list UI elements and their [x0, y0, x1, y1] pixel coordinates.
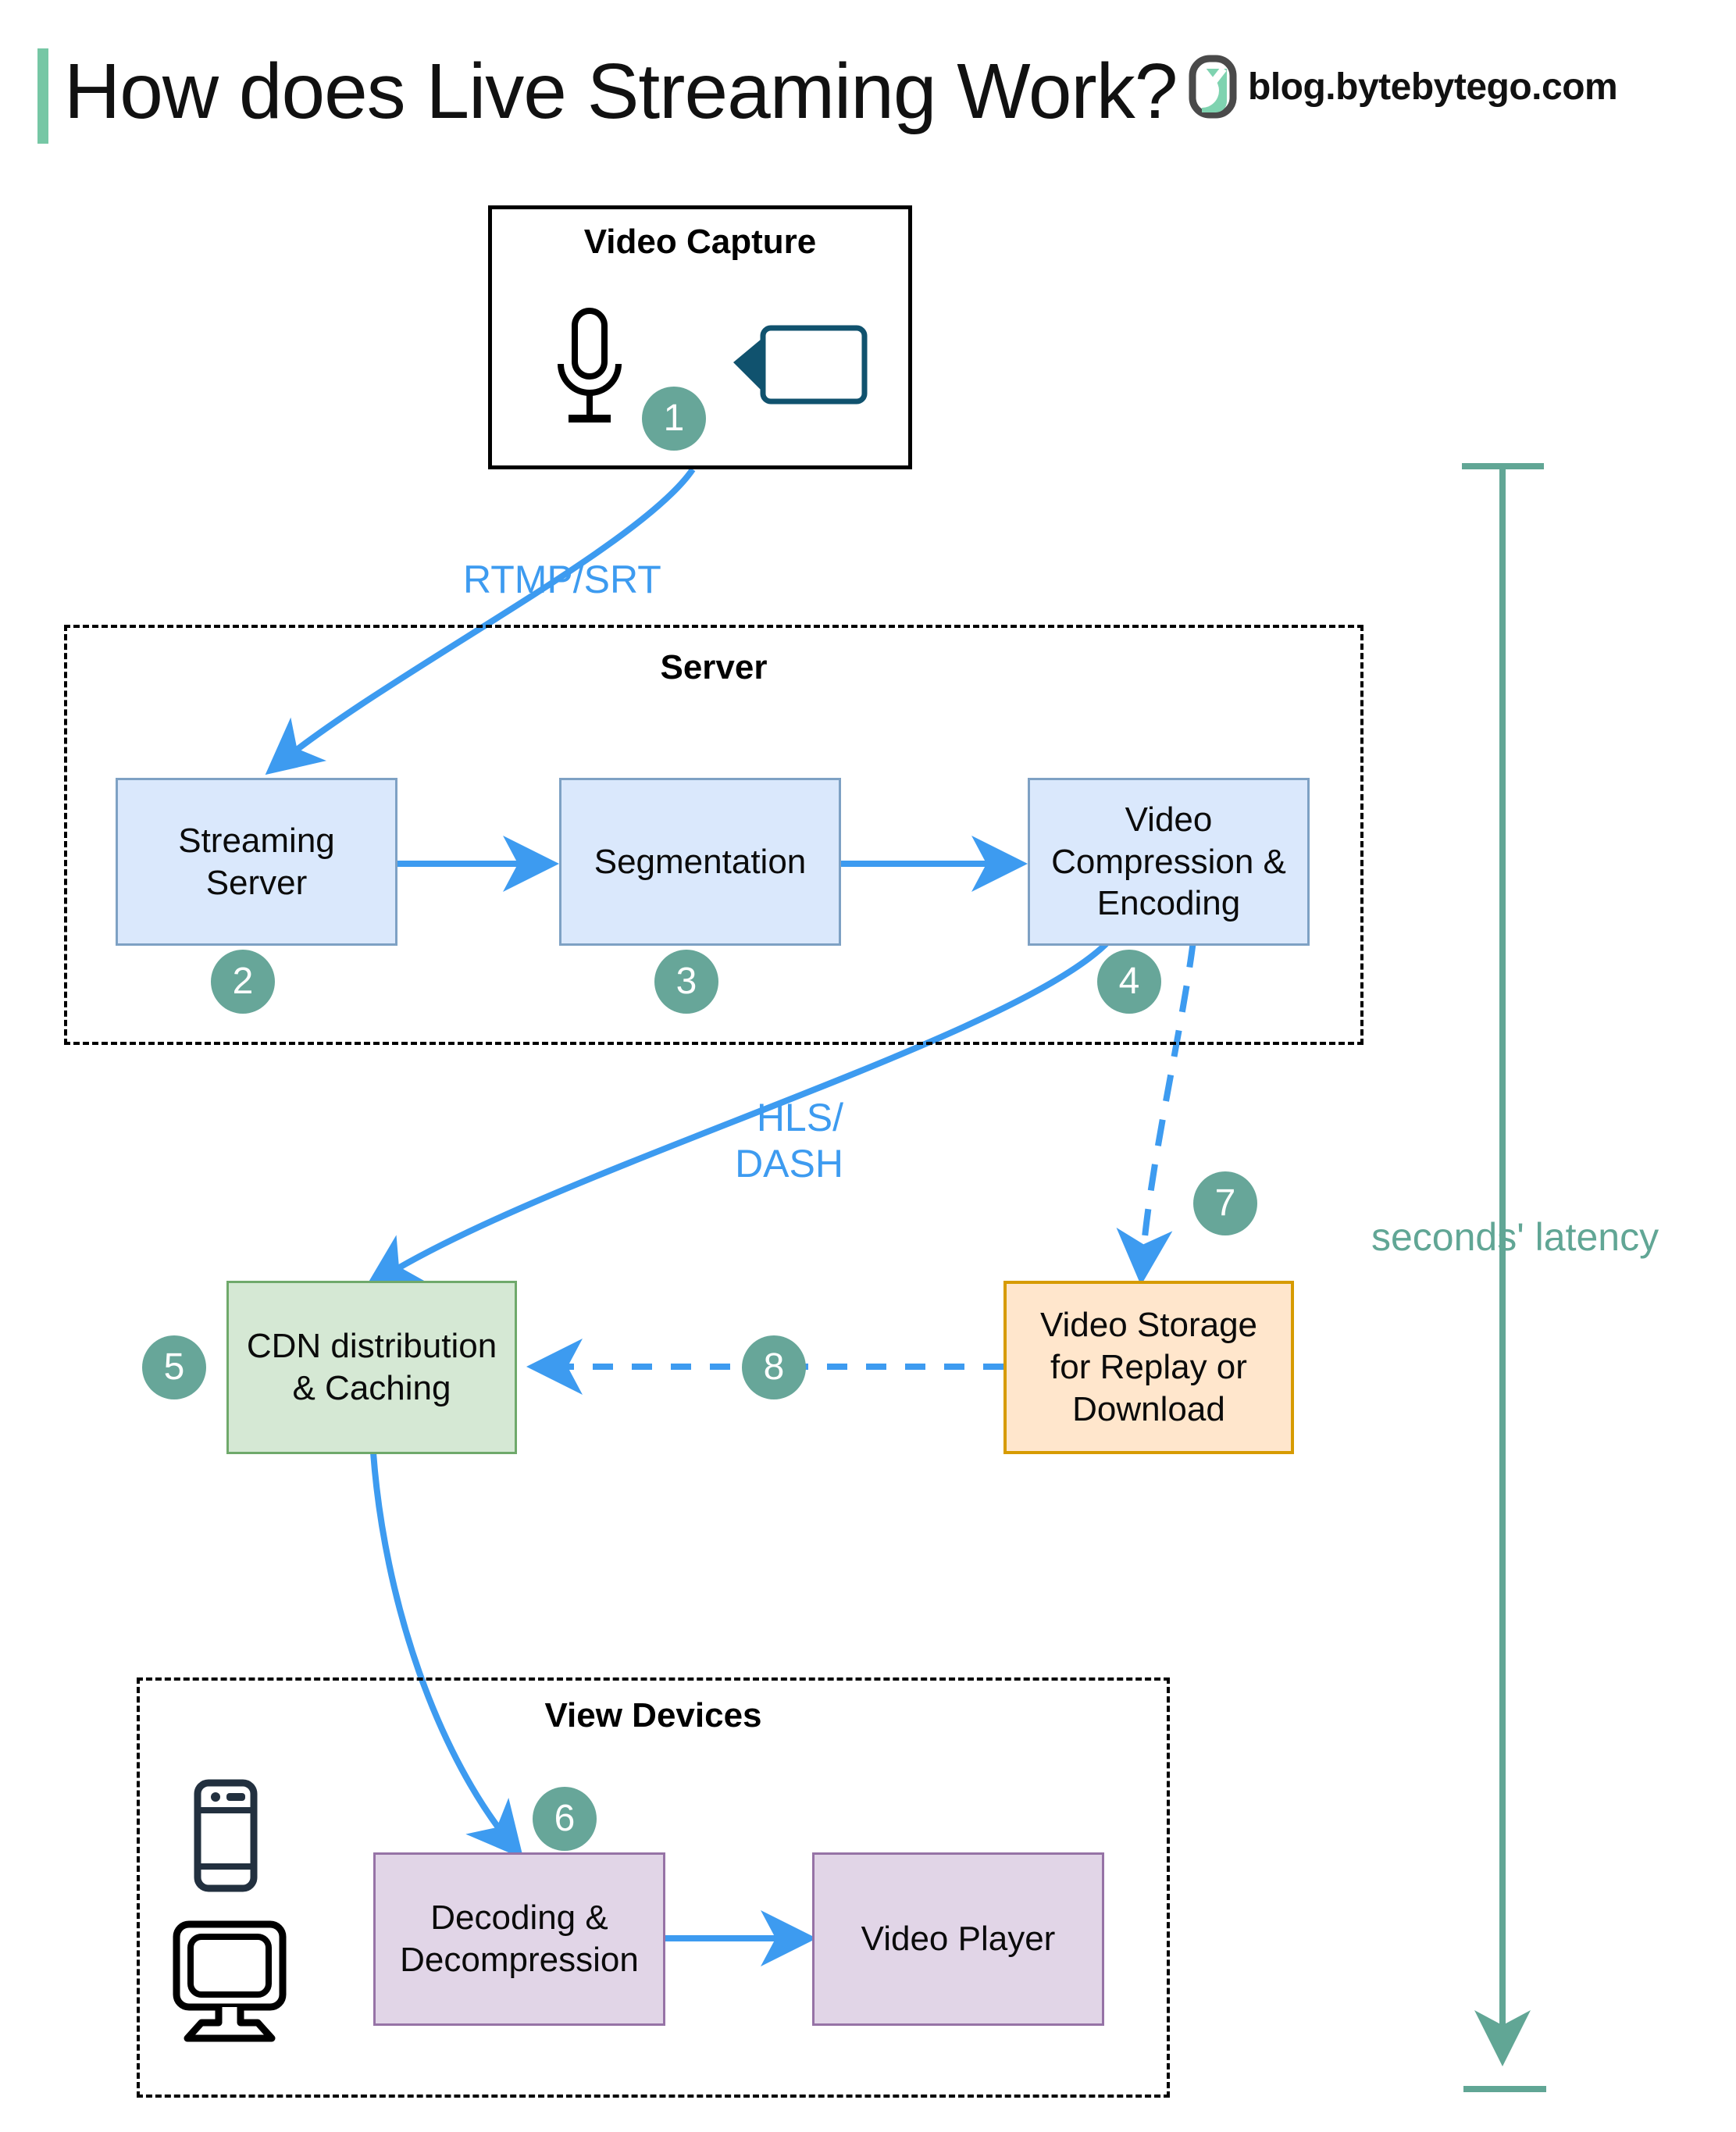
microphone-icon — [558, 308, 622, 422]
badge-7-placeholder: 8 — [742, 1335, 806, 1399]
badge-1: 1 — [642, 387, 706, 451]
node-segmentation[interactable]: Segmentation — [559, 778, 841, 946]
node-cdn-label: CDN distribution & Caching — [246, 1327, 497, 1407]
desktop-monitor-icon — [173, 1920, 287, 2042]
node-video-player[interactable]: Video Player — [812, 1852, 1104, 2026]
node-decoding-label: Decoding & Decompression — [400, 1898, 639, 1979]
node-streaming-server[interactable]: Streaming Server — [116, 778, 397, 946]
node-streaming-server-label: Streaming Server — [178, 821, 335, 902]
view-devices-group — [137, 1677, 1170, 2098]
badge-4: 4 — [1097, 950, 1161, 1014]
page-title: How does Live Streaming Work? — [64, 48, 1178, 135]
bytebytego-logo-icon — [1189, 55, 1237, 119]
server-group — [64, 625, 1363, 1045]
node-video-compression-encoding[interactable]: Video Compression & Encoding — [1028, 778, 1310, 946]
title-accent-bar — [37, 48, 48, 144]
edge-label-hls-dash: HLS/ DASH — [735, 1096, 843, 1185]
mobile-phone-icon — [194, 1779, 258, 1892]
node-video-player-label: Video Player — [861, 1920, 1056, 1959]
node-video-compression-encoding-label: Video Compression & Encoding — [1051, 800, 1286, 923]
edge-label-rtmp-srt: RTMP/SRT — [463, 558, 661, 601]
latency-label: seconds' latency — [1371, 1215, 1659, 1259]
video-capture-group-label: Video Capture — [583, 223, 817, 261]
badge-5: 5 — [142, 1335, 206, 1399]
node-segmentation-label: Segmentation — [594, 842, 807, 881]
server-group-label: Server — [660, 648, 768, 686]
view-devices-group-label: View Devices — [544, 1696, 762, 1734]
node-video-storage-label: Video Storage for Replay or Download — [1039, 1306, 1258, 1428]
node-video-storage[interactable]: Video Storage for Replay or Download — [1003, 1281, 1294, 1454]
node-decoding-decompression[interactable]: Decoding & Decompression — [373, 1852, 665, 2026]
camcorder-icon — [733, 325, 868, 405]
badge-3: 3 — [654, 950, 718, 1014]
badge-6: 6 — [533, 1787, 597, 1851]
badge-2: 2 — [211, 950, 275, 1014]
node-cdn-distribution-caching[interactable]: CDN distribution & Caching — [226, 1281, 517, 1454]
badge-7: 7 — [1193, 1171, 1257, 1235]
brand: blog.bytebytego.com — [1189, 55, 1618, 119]
brand-text: blog.bytebytego.com — [1248, 66, 1618, 108]
